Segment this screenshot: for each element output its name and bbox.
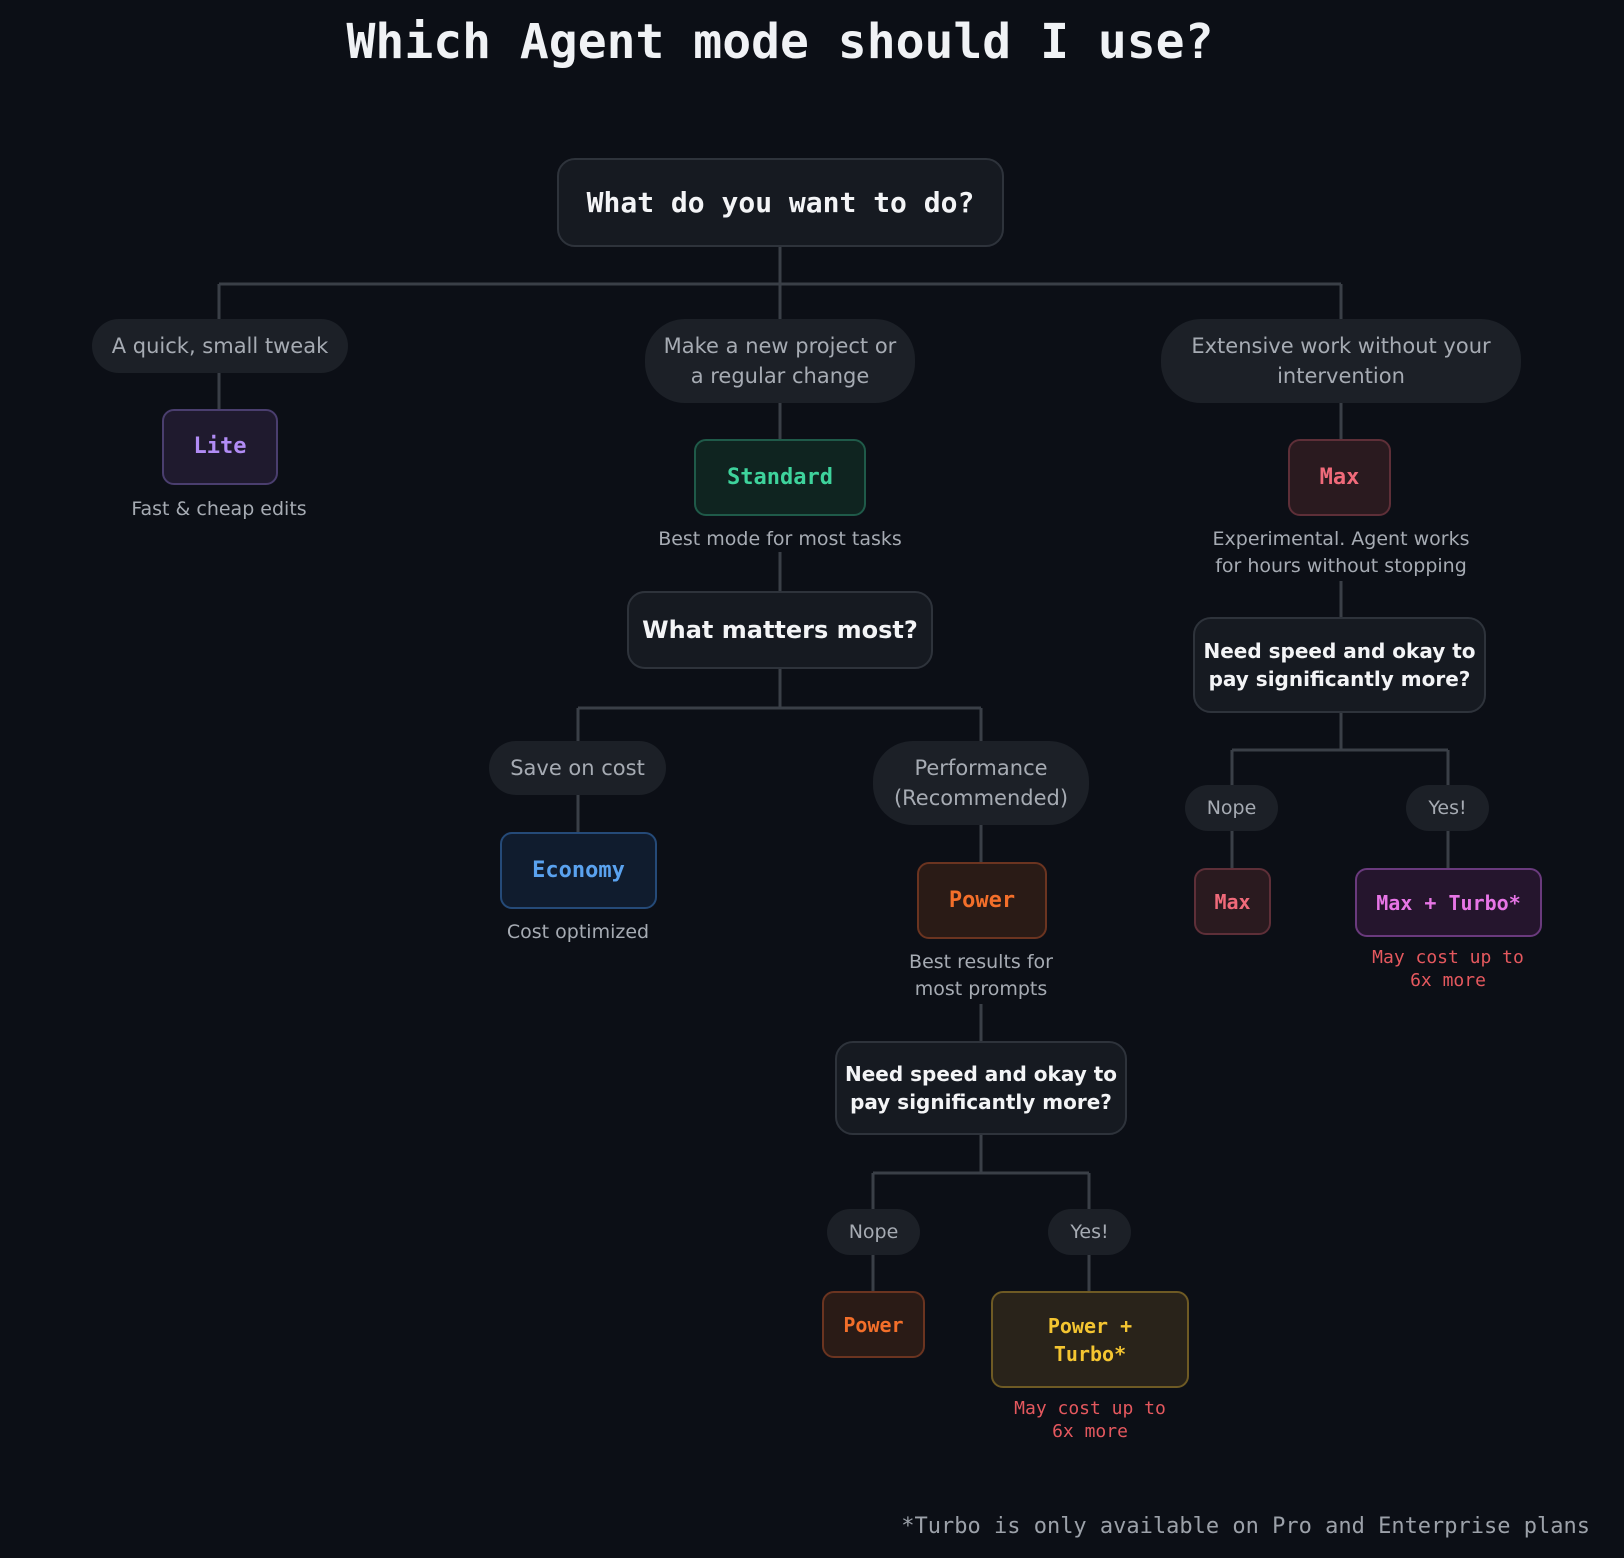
question-line: pay significantly more?: [1208, 667, 1471, 691]
question-line: Need speed and okay to: [844, 1062, 1117, 1086]
option-line: intervention: [1277, 364, 1405, 388]
desc-line: Experimental. Agent works: [1212, 528, 1470, 550]
speed-question-power: Need speed and okay to pay significantly…: [835, 1041, 1127, 1135]
what-matters-question: What matters most?: [627, 591, 933, 669]
answer-yes-power: Yes!: [1048, 1209, 1131, 1255]
option-line: Make a new project or: [663, 334, 897, 358]
option-line: Performance: [914, 756, 1048, 780]
option-quick-tweak: A quick, small tweak: [92, 319, 348, 373]
mode-lite: Lite: [162, 409, 278, 485]
warn-line: 6x more: [1052, 1421, 1128, 1442]
question-line: Need speed and okay to: [1203, 639, 1476, 663]
mode-max-final: Max: [1194, 868, 1271, 935]
speed-question-max: Need speed and okay to pay significantly…: [1193, 617, 1486, 713]
warn-line: May cost up to: [1372, 947, 1524, 968]
warn-line: 6x more: [1410, 970, 1486, 991]
diagram-title: Which Agent mode should I use?: [346, 14, 1214, 70]
power-description: Best results for most prompts: [860, 949, 1102, 1003]
mode-economy: Economy: [500, 832, 657, 909]
mode-power-turbo: Power + Turbo*: [991, 1291, 1189, 1388]
option-performance: Performance (Recommended): [873, 741, 1089, 825]
economy-description: Cost optimized: [506, 921, 650, 943]
max-turbo-cost-warning: May cost up to 6x more: [1338, 946, 1558, 992]
mode-power-final: Power: [822, 1291, 925, 1358]
root-question: What do you want to do?: [557, 158, 1004, 247]
max-description: Experimental. Agent works for hours with…: [1190, 526, 1492, 580]
power-turbo-cost-warning: May cost up to 6x more: [980, 1397, 1200, 1443]
mode-power: Power: [917, 862, 1047, 939]
option-new-project: Make a new project or a regular change: [645, 319, 915, 403]
warn-line: May cost up to: [1014, 1398, 1166, 1419]
answer-nope-max: Nope: [1185, 785, 1278, 831]
mode-standard: Standard: [694, 439, 866, 516]
answer-yes-max: Yes!: [1406, 785, 1489, 831]
lite-description: Fast & cheap edits: [131, 498, 307, 520]
option-save-on-cost: Save on cost: [489, 741, 666, 795]
question-line: pay significantly more?: [850, 1090, 1112, 1114]
mode-line: Turbo*: [1053, 1341, 1127, 1366]
mode-max: Max: [1288, 439, 1391, 516]
desc-line: for hours without stopping: [1215, 555, 1467, 577]
standard-description: Best mode for most tasks: [658, 528, 902, 550]
option-extensive-work: Extensive work without your intervention: [1161, 319, 1521, 403]
option-line: a regular change: [690, 364, 870, 388]
mode-max-turbo: Max + Turbo*: [1355, 868, 1542, 937]
option-line: Extensive work without your: [1191, 334, 1491, 358]
option-line: (Recommended): [893, 786, 1069, 810]
desc-line: most prompts: [914, 978, 1048, 1000]
mode-line: Power +: [1047, 1313, 1133, 1338]
answer-nope-power: Nope: [827, 1209, 920, 1255]
turbo-footnote: *Turbo is only available on Pro and Ente…: [901, 1514, 1590, 1539]
desc-line: Best results for: [909, 951, 1053, 973]
